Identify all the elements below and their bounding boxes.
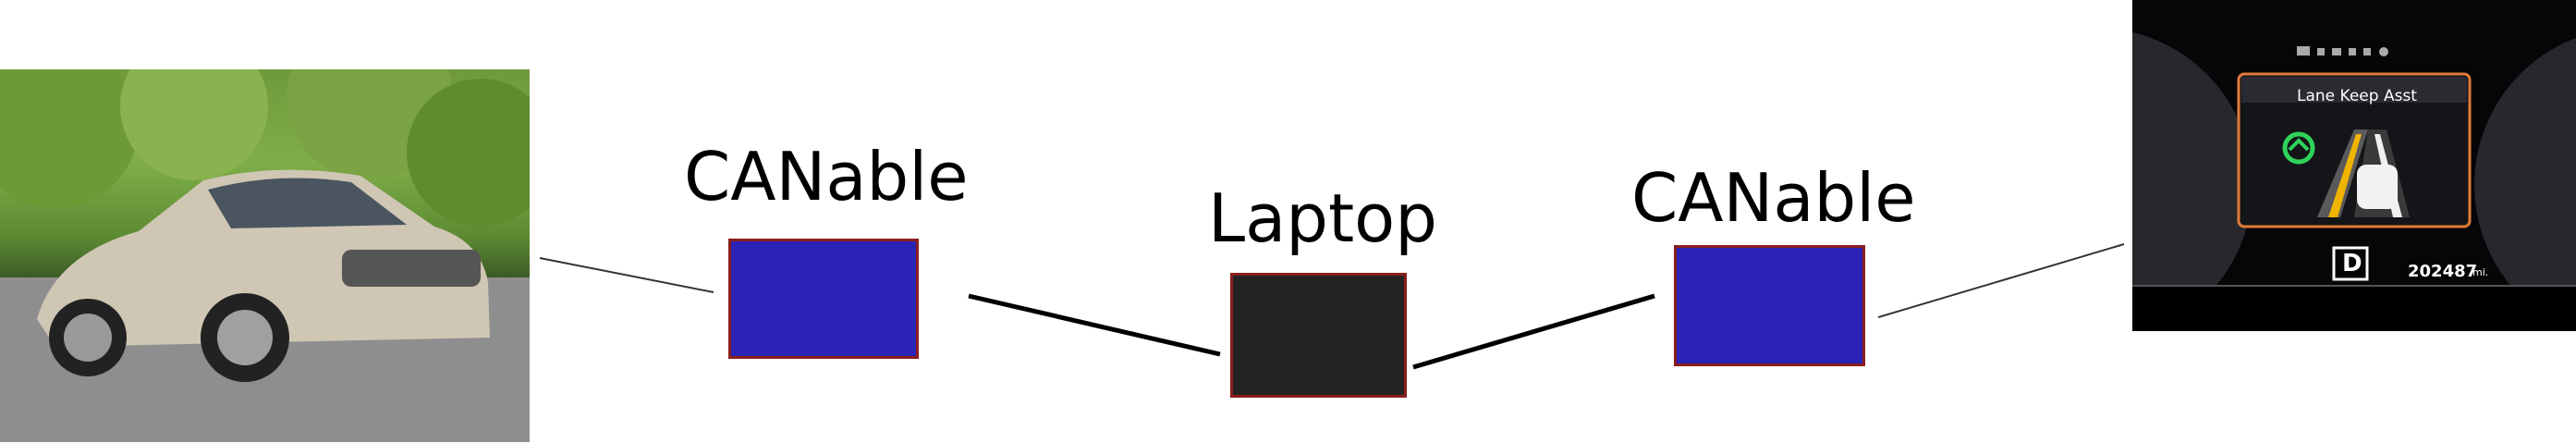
canable-to-dash-wire	[1877, 243, 2125, 318]
lane-keep-text: Lane Keep Asst	[2297, 87, 2417, 105]
laptop-to-canable-wire	[1412, 293, 1655, 370]
odometer-value: 202487	[2408, 262, 2478, 281]
laptop-box	[1230, 273, 1407, 398]
canable-left-label: CANable	[684, 138, 969, 215]
dashboard-image: Lane Keep Asst D 202487 mi.	[2132, 0, 2576, 331]
canable-right-label: CANable	[1631, 159, 1916, 237]
canable-to-laptop-wire	[968, 293, 1221, 357]
laptop-label: Laptop	[1208, 179, 1437, 257]
odometer-unit: mi.	[2472, 266, 2489, 278]
car-image	[0, 69, 530, 442]
canable-left-box	[728, 239, 919, 359]
car-to-canable-wire	[539, 257, 714, 293]
canable-right-box	[1674, 245, 1865, 366]
gear-indicator: D	[2342, 250, 2362, 277]
